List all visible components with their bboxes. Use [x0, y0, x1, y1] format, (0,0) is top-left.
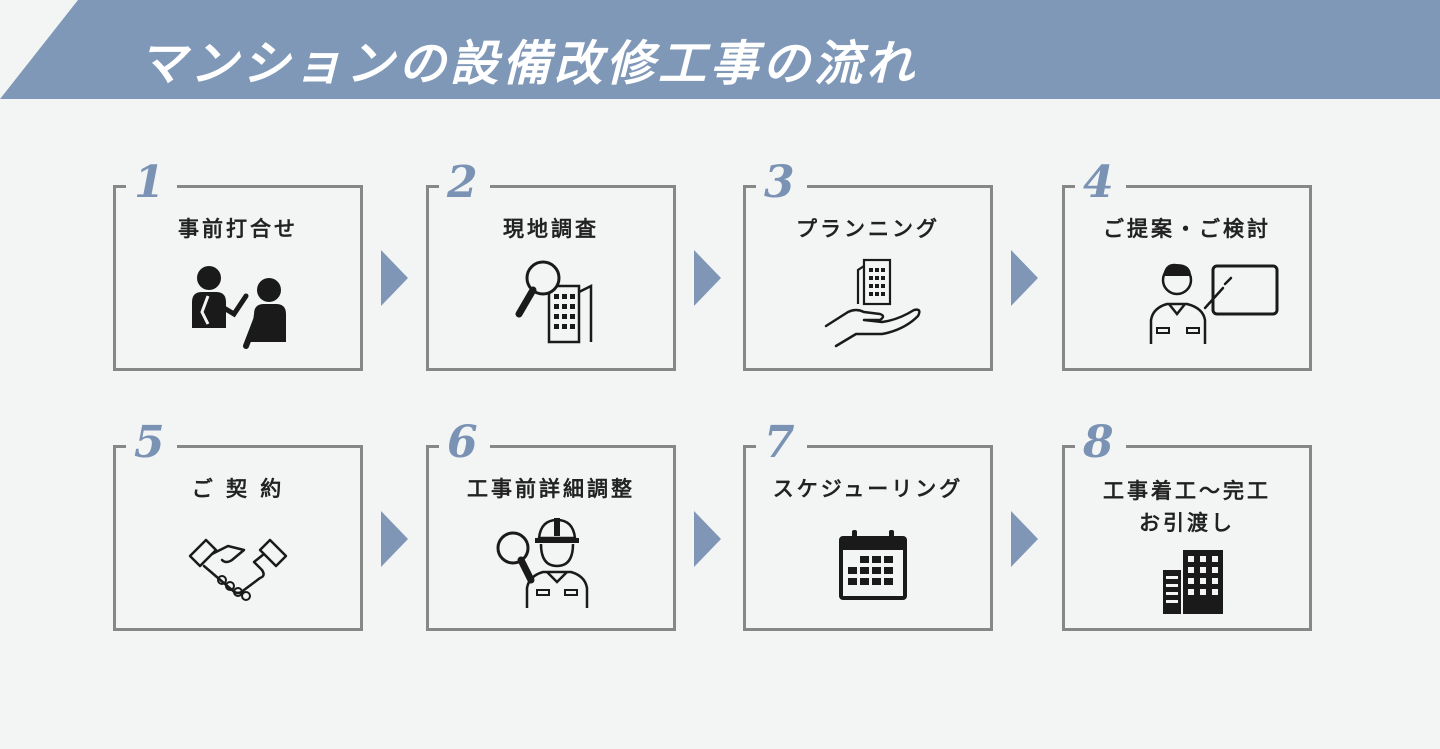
magnifier-building-icon	[515, 260, 593, 344]
step-label: プランニング	[796, 217, 940, 241]
step-number: 7	[756, 416, 807, 470]
step-number: 3	[756, 156, 807, 210]
step-number: 2	[439, 156, 490, 210]
step-number: 5	[126, 416, 177, 470]
flow-arrow	[1011, 250, 1038, 306]
step-5-card: 5 ご 契 約	[113, 416, 363, 631]
presenter-board-icon	[1149, 263, 1279, 344]
step-label-line2: お引渡し	[1139, 511, 1235, 535]
flow-arrow	[694, 250, 721, 306]
step-label: 現地調査	[503, 217, 599, 241]
step-label: スケジューリング	[772, 477, 964, 501]
step-6-card: 6 工事前詳細調整	[426, 416, 676, 631]
step-4-card: 4 ご提案・ご検討	[1062, 156, 1312, 371]
flow-arrow	[381, 250, 408, 306]
step-label-line1: 工事着工〜完工	[1103, 479, 1271, 503]
buildings-icon	[1163, 550, 1223, 614]
step-number: 6	[439, 416, 490, 470]
step-3-card: 3 プランニング	[743, 156, 993, 371]
step-7-card: 7 スケジューリング	[743, 416, 993, 631]
flow-arrow	[694, 511, 721, 567]
meeting-people-icon	[192, 266, 286, 349]
step-number: 8	[1075, 416, 1126, 470]
step-number: 1	[126, 156, 177, 210]
step-label: 工事前詳細調整	[467, 477, 635, 501]
page-title: マンションの設備改修工事の流れ	[138, 36, 919, 92]
step-label: ご提案・ご検討	[1103, 217, 1271, 241]
step-number: 4	[1075, 156, 1126, 210]
flow-arrow	[1011, 511, 1038, 567]
handshake-icon	[188, 538, 288, 601]
hand-building-icon	[824, 258, 921, 348]
flow-arrow	[381, 511, 408, 567]
worker-magnifier-icon	[496, 518, 589, 608]
calendar-icon	[839, 530, 907, 600]
step-label: ご 契 約	[191, 477, 285, 501]
step-8-card: 8 工事着工〜完工 お引渡し	[1062, 416, 1312, 631]
step-1-card: 1 事前打合せ	[113, 156, 363, 371]
header-banner: マンションの設備改修工事の流れ	[0, 0, 1440, 99]
banner-shape	[0, 0, 1440, 99]
step-2-card: 2 現地調査	[426, 156, 676, 371]
step-label: 事前打合せ	[178, 217, 298, 241]
